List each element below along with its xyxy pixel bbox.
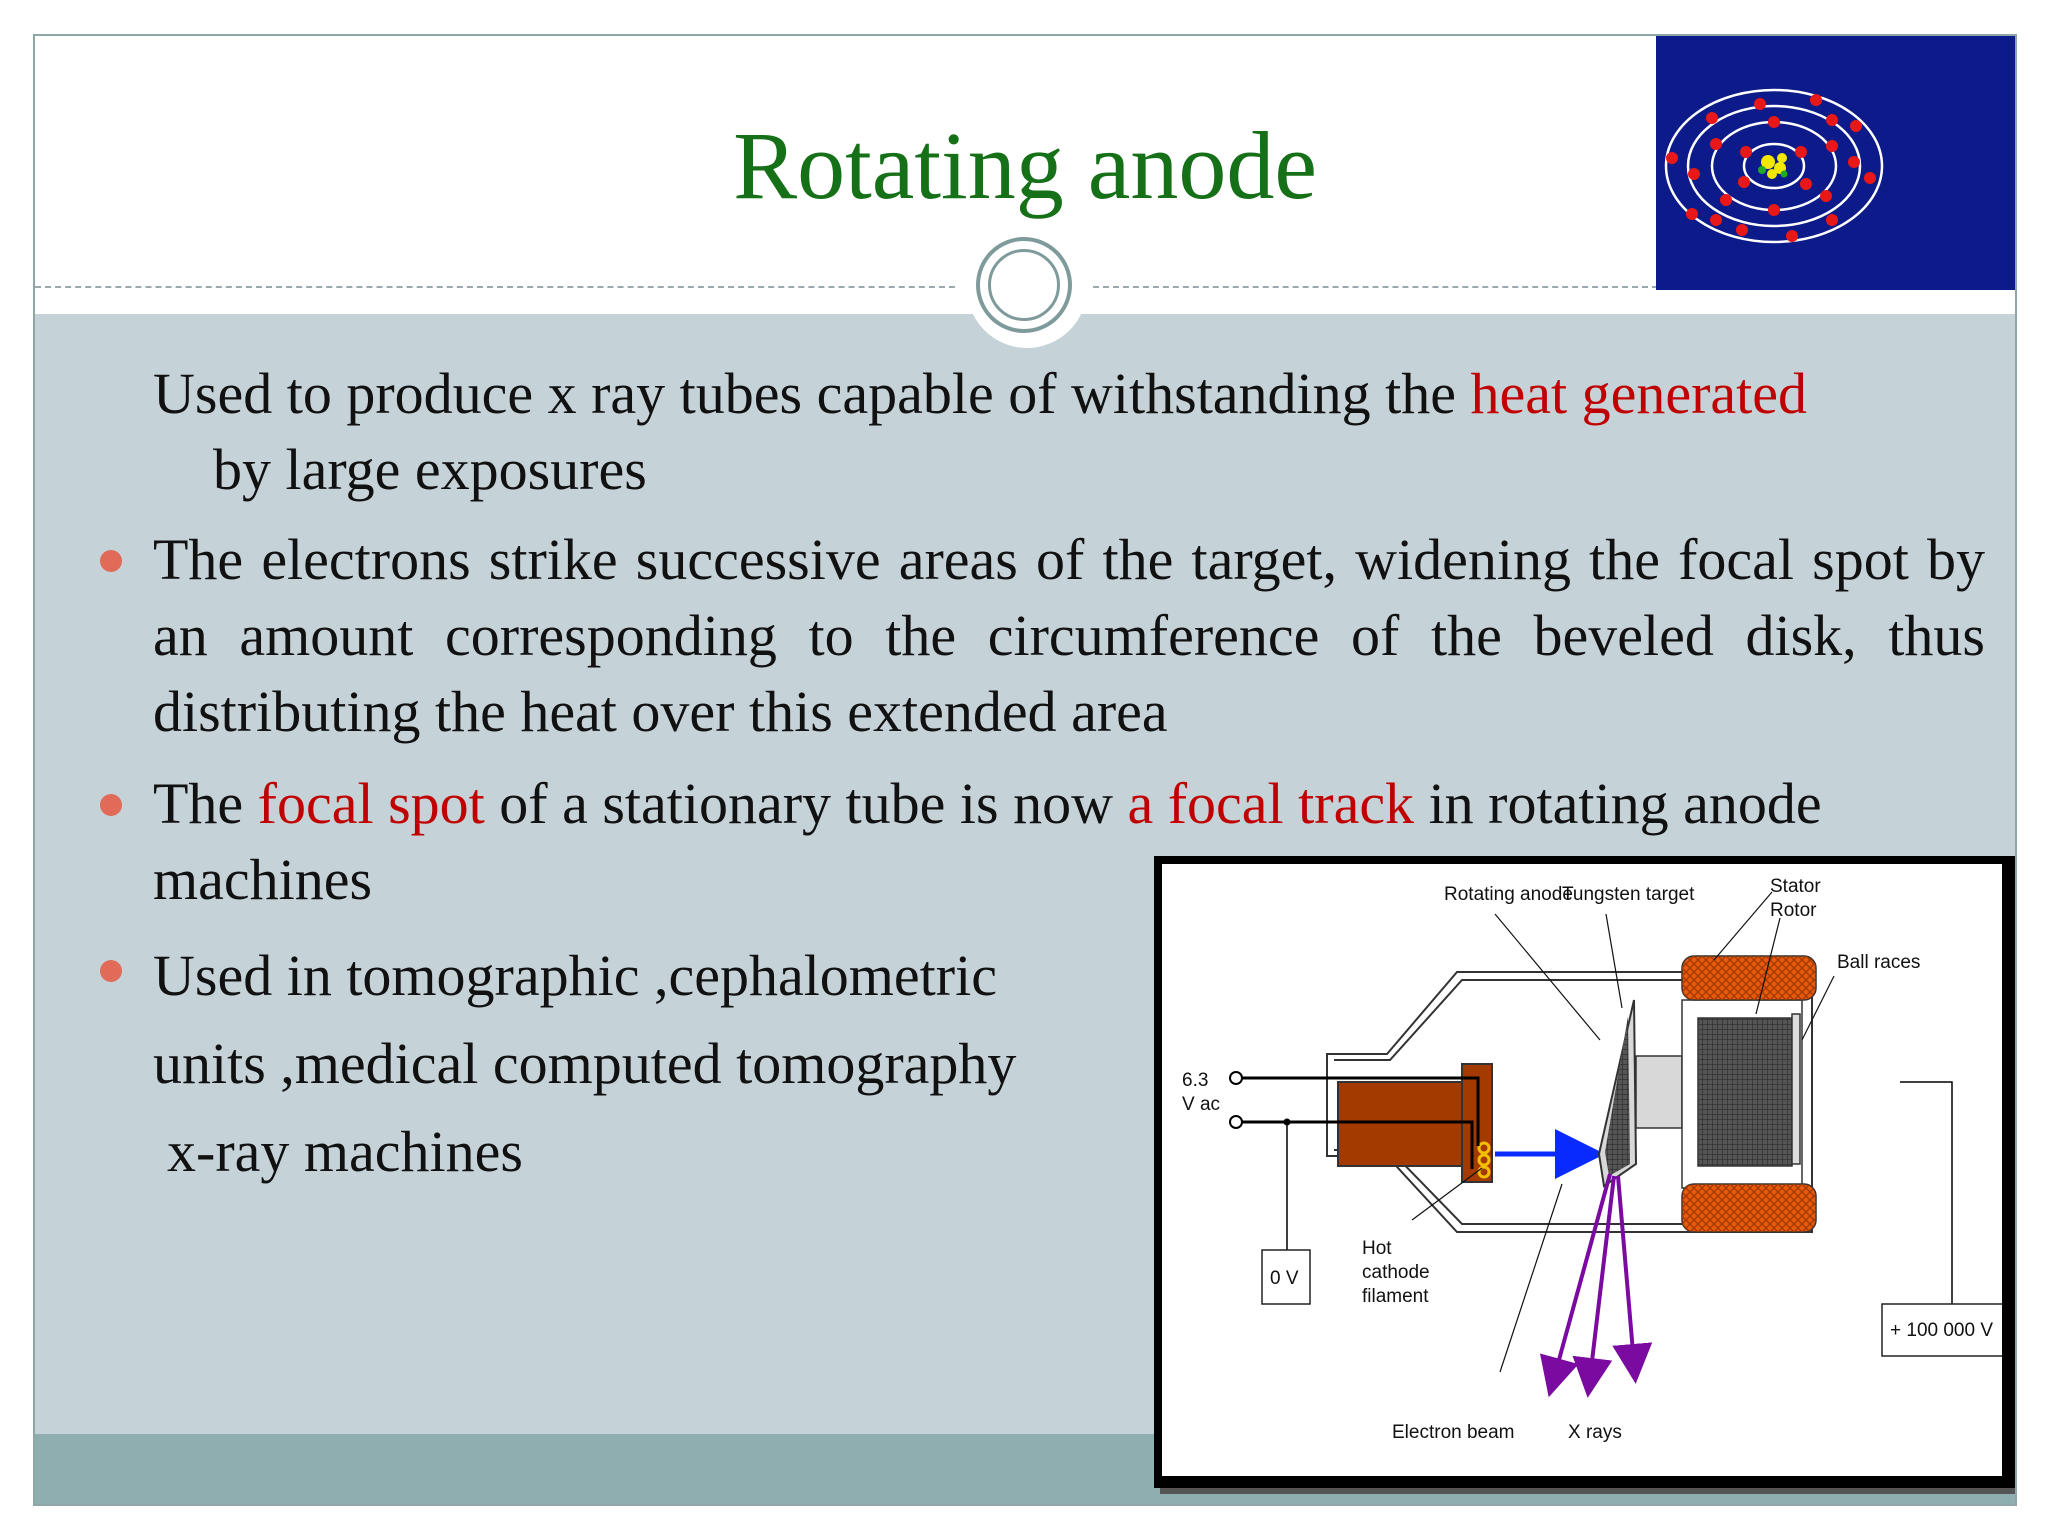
slide-title: Rotating anode xyxy=(733,112,1317,219)
label-voltage-ac: 6.3 xyxy=(1182,1070,1208,1091)
label-hot-cathode: filament xyxy=(1362,1286,1429,1307)
label-stator: Stator xyxy=(1770,876,1821,897)
leader-lines xyxy=(1411,891,1835,1373)
bullet-text: of a stationary tube is now xyxy=(484,771,1128,836)
cathode-block xyxy=(1337,1063,1493,1183)
label-xrays: X rays xyxy=(1568,1422,1622,1443)
label-rotor: Rotor xyxy=(1770,900,1817,921)
bullet-line: units ,medical computed tomography xyxy=(153,1031,1017,1096)
xray-tube-figure: Rotating anode Tungsten target Stator Ro… xyxy=(1154,856,2015,1488)
bullet-item: Used in tomographic ,cephalometric units… xyxy=(100,932,1153,1196)
label-high-voltage: + 100 000 V xyxy=(1890,1320,1993,1341)
slide: Rotating anode xyxy=(33,34,2017,1506)
slide-body: Used to produce x ray tubes capable of w… xyxy=(35,36,2015,1504)
intro-continuation: by large exposures xyxy=(213,437,647,502)
bullet-highlight-focal-spot: focal spot xyxy=(257,771,485,836)
label-ball-races: Ball races xyxy=(1837,952,1920,973)
intro-highlight: heat generated xyxy=(1470,361,1808,426)
label-zero-volt: 0 V xyxy=(1270,1268,1299,1289)
atom-icon xyxy=(1656,36,2015,290)
xray-arrows xyxy=(1540,1173,1653,1398)
voltage-boxes xyxy=(1261,1249,2002,1357)
title-divider-right xyxy=(1093,286,1658,288)
anode-target xyxy=(1597,999,1683,1188)
divider-ring-inner xyxy=(988,249,1060,321)
bullet-text: The electrons strike successive areas of… xyxy=(153,527,1985,744)
bullet-icon xyxy=(100,960,122,982)
intro-text: Used to produce x ray tubes capable of w… xyxy=(153,361,1471,426)
bullet-item: The focal spot of a stationary tube is n… xyxy=(100,766,1985,918)
circuit-wires xyxy=(1242,1076,1953,1304)
bullet-line: x-ray machines xyxy=(167,1119,523,1184)
intro-paragraph: Used to produce x ray tubes capable of w… xyxy=(153,356,1985,508)
label-electron-beam: Electron beam xyxy=(1392,1422,1515,1443)
bullet-highlight-focal-track: a focal track xyxy=(1127,771,1415,836)
bullet-icon xyxy=(100,550,122,572)
label-voltage-ac: V ac xyxy=(1182,1094,1220,1115)
bullet-line: Used in tomographic ,cephalometric xyxy=(153,943,997,1008)
stator-rotor xyxy=(1681,955,1817,1233)
label-tungsten-target: Tungsten target xyxy=(1562,884,1695,905)
bullet-icon xyxy=(100,794,122,816)
label-hot-cathode: Hot xyxy=(1362,1238,1392,1259)
bullet-text: The xyxy=(153,771,258,836)
divider-ring-icon xyxy=(976,237,1072,333)
bullet-item: The electrons strike successive areas of… xyxy=(100,522,1985,750)
label-hot-cathode: cathode xyxy=(1362,1262,1430,1283)
label-rotating-anode: Rotating anode xyxy=(1444,884,1573,905)
xray-tube-diagram: Rotating anode Tungsten target Stator Ro… xyxy=(1162,864,2002,1476)
bullet-text: in rotating anode machines xyxy=(153,771,1822,912)
title-divider-left xyxy=(35,286,955,288)
